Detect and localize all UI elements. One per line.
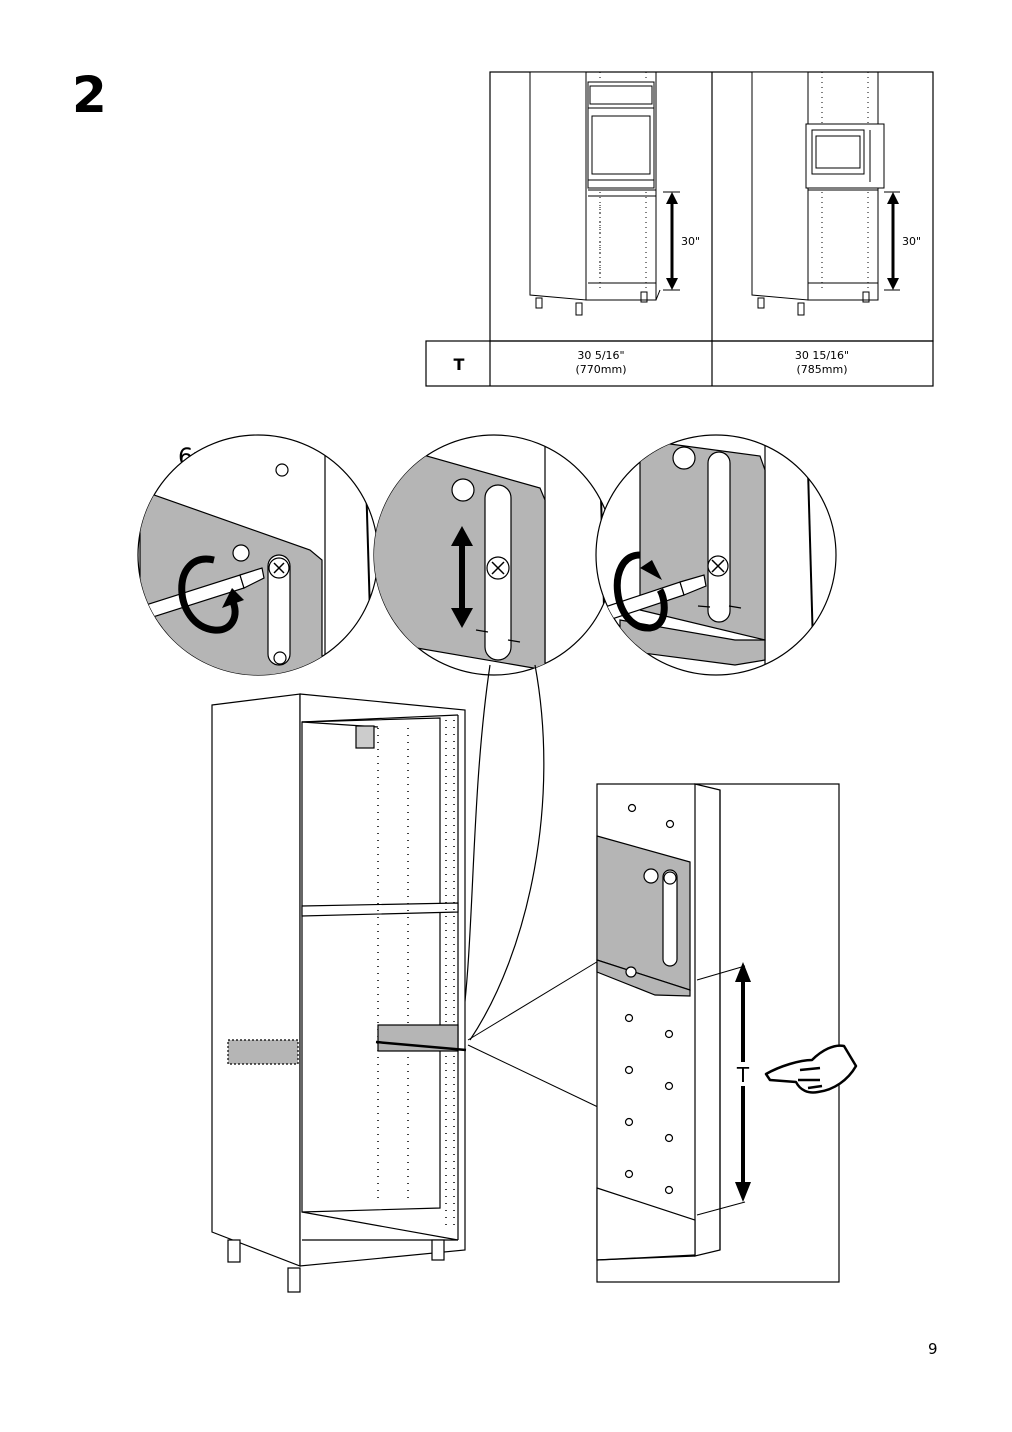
height-arrow-2 bbox=[884, 191, 900, 291]
cabinet-microwave-illustration bbox=[751, 71, 885, 316]
col2-metric: (785mm) bbox=[796, 363, 847, 376]
detail-circle-fasten bbox=[595, 434, 837, 676]
rotate-arrow-icon bbox=[178, 555, 239, 634]
col1-measure: 30 5/16" bbox=[577, 349, 624, 362]
updown-arrow-icon bbox=[451, 526, 473, 628]
col1-metric: (770mm) bbox=[575, 363, 626, 376]
pointing-hand-icon bbox=[764, 1044, 858, 1094]
height-label-2: 30" bbox=[902, 235, 921, 248]
screwdriver-icon bbox=[138, 567, 265, 624]
page-number: 9 bbox=[928, 1340, 938, 1358]
cabinet-oven-illustration bbox=[529, 71, 661, 316]
dimension-label-T: T bbox=[736, 1063, 750, 1087]
detail-box bbox=[596, 783, 840, 1283]
step-number: 2 bbox=[72, 66, 107, 124]
rotate-arrow-icon bbox=[613, 551, 668, 632]
col2-measure: 30 15/16" bbox=[795, 349, 849, 362]
dimension-arrow-T bbox=[733, 962, 753, 1202]
height-arrow-1 bbox=[663, 191, 680, 291]
height-label-1: 30" bbox=[681, 235, 700, 248]
table-row-label: T bbox=[454, 355, 465, 374]
tall-cabinet-illustration bbox=[211, 693, 467, 1293]
dimension-table bbox=[425, 71, 934, 387]
detail-circle-tighten bbox=[137, 434, 379, 676]
detail-circle-adjust bbox=[373, 434, 615, 676]
